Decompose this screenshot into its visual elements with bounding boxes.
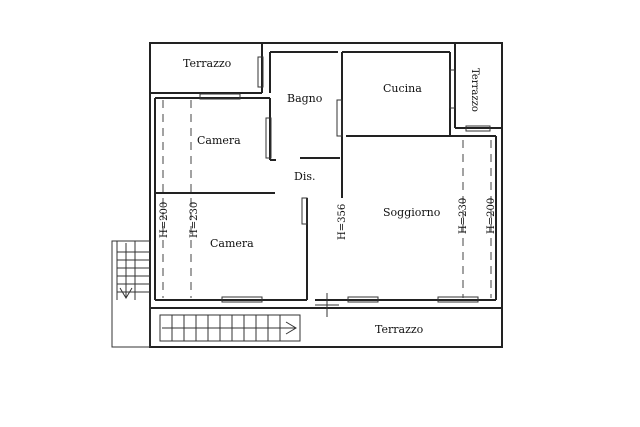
room-label-dis: Dis. xyxy=(294,170,315,183)
room-label-cucina: Cucina xyxy=(383,82,422,95)
height-label-h200-left: H=200 xyxy=(159,202,170,238)
room-label-soggiorno: Soggiorno xyxy=(383,206,441,219)
reference-mark xyxy=(315,293,339,317)
height-label-h200-right: H=200 xyxy=(486,198,497,234)
room-label-camera-1: Camera xyxy=(197,134,241,147)
room-label-bagno: Bagno xyxy=(287,92,323,105)
room-label-terrazzo-bottom: Terrazzo xyxy=(375,323,424,336)
height-label-h356: H=356 xyxy=(337,204,348,240)
room-label-terrazzo-top: Terrazzo xyxy=(183,57,232,70)
height-lines xyxy=(162,100,492,298)
terrace-stair xyxy=(159,314,301,342)
height-label-h230-right: H=230 xyxy=(458,198,469,234)
room-label-camera-2: Camera xyxy=(210,237,254,250)
height-label-h230-left: H=230 xyxy=(189,202,200,238)
room-label-terrazzo-right: Terrazzo xyxy=(469,68,480,112)
openings xyxy=(199,56,491,303)
left-stair xyxy=(111,240,151,348)
interior-walls xyxy=(154,51,497,301)
outer-walls xyxy=(149,42,503,348)
